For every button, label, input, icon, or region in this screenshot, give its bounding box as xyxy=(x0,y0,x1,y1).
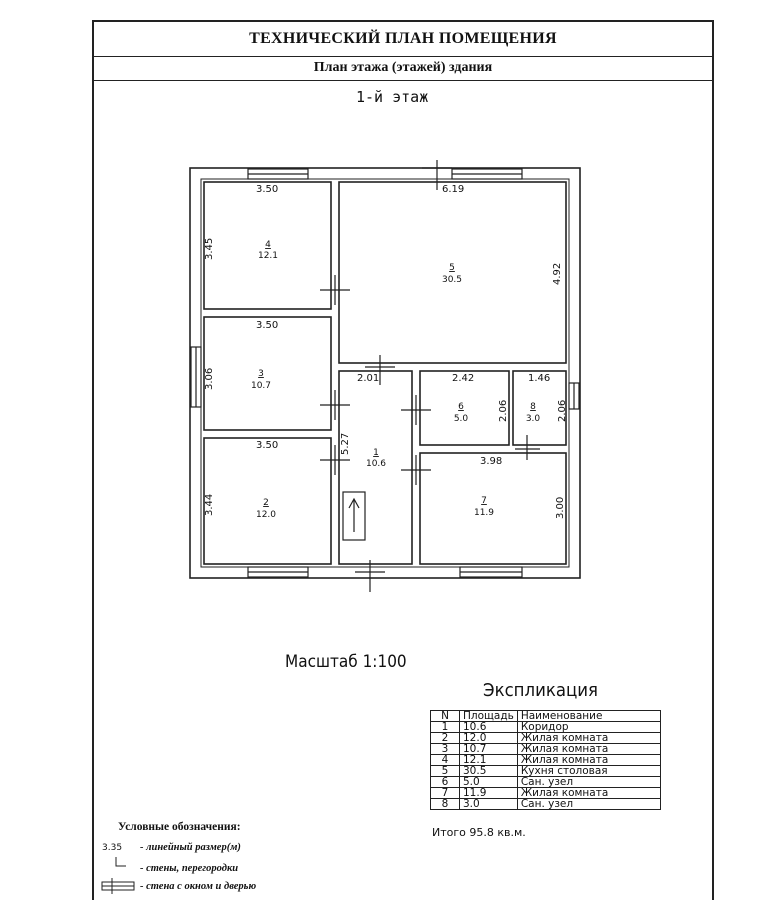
room-1-area: 10.6 xyxy=(366,459,386,469)
table-header-row: N Площадь Наименование xyxy=(430,710,661,722)
room-5-num: 5 xyxy=(449,263,455,273)
scale-label: Масштаб 1:100 xyxy=(285,652,407,672)
dim-r3-width: 3.50 xyxy=(256,320,278,331)
room-3-area: 10.7 xyxy=(251,381,271,391)
legend-sample-dimension: 3.35 xyxy=(102,843,123,853)
room-5-area: 30.5 xyxy=(442,275,462,285)
cell: 7 xyxy=(430,787,460,799)
room-6-area: 5.0 xyxy=(454,414,469,424)
cell: 10.7 xyxy=(459,743,518,755)
room-4-area: 12.1 xyxy=(258,251,278,261)
room-7-num: 7 xyxy=(481,496,487,506)
room-4-num: 4 xyxy=(265,240,271,250)
cell: 8 xyxy=(430,798,460,810)
dim-r1-width: 2.01 xyxy=(357,373,379,384)
cell: 5.0 xyxy=(459,776,518,788)
legend-item-dimension: - линейный размер(м) xyxy=(140,842,241,853)
room-7-outline xyxy=(419,452,567,565)
cell: Жилая комната xyxy=(516,787,661,799)
room-3-num: 3 xyxy=(258,369,264,379)
cell: 3 xyxy=(430,743,460,755)
dim-r6-height: 2.06 xyxy=(498,400,509,422)
cell: Сан. узел xyxy=(516,776,661,788)
dim-r6-width: 2.42 xyxy=(452,373,474,384)
cell: 1 xyxy=(430,721,460,733)
dim-r8-width: 1.46 xyxy=(528,373,550,384)
room-3-outline xyxy=(203,316,332,431)
cell: Коридор xyxy=(516,721,661,733)
legend-item-window-door: - стена с окном и дверью xyxy=(140,881,257,892)
dim-r4-height: 3.45 xyxy=(204,238,215,260)
document-subtitle: План этажа (этажей) здания xyxy=(94,56,712,81)
cell: Жилая комната xyxy=(516,732,661,744)
document-title: ТЕХНИЧЕСКИЙ ПЛАН ПОМЕЩЕНИЯ xyxy=(94,22,712,57)
col-num: N xyxy=(430,710,460,722)
dim-r3-height: 3.06 xyxy=(204,368,215,390)
cell: Сан. узел xyxy=(516,798,661,810)
total-area: Итого 95.8 кв.м. xyxy=(432,826,526,839)
room-8-num: 8 xyxy=(530,402,536,412)
room-2-num: 2 xyxy=(263,498,269,508)
cell: 12.1 xyxy=(459,754,518,766)
dim-r2-height: 3.44 xyxy=(204,494,215,516)
dim-r7-height: 3.00 xyxy=(555,497,566,519)
room-6-outline xyxy=(419,370,510,446)
dim-r5-height: 4.92 xyxy=(552,263,563,285)
cell: Жилая комната xyxy=(516,743,661,755)
cell: 6 xyxy=(430,776,460,788)
room-4-outline xyxy=(203,181,332,310)
floor-title: 1-й этаж xyxy=(356,88,429,106)
room-7-area: 11.9 xyxy=(474,508,494,518)
room-2-outline xyxy=(203,437,332,565)
cell: 3.0 xyxy=(459,798,518,810)
cell: 10.6 xyxy=(459,721,518,733)
room-1-num: 1 xyxy=(373,448,379,458)
cell: 12.0 xyxy=(459,732,518,744)
wall-symbol-icon xyxy=(115,857,126,867)
dim-r8-height: 2.06 xyxy=(557,400,568,422)
room-8-outline xyxy=(512,370,567,446)
windows xyxy=(190,168,580,578)
room-1-outline xyxy=(338,370,413,565)
drawing-sheet: ТЕХНИЧЕСКИЙ ПЛАН ПОМЕЩЕНИЯ План этажа (э… xyxy=(92,20,714,900)
cell: Кухня столовая xyxy=(516,765,661,777)
cell: 30.5 xyxy=(459,765,518,777)
outer-wall-outer xyxy=(189,167,581,579)
cell: Жилая комната xyxy=(516,754,661,766)
legend-item-walls: - стены, перегородки xyxy=(140,863,239,874)
cell: 4 xyxy=(430,754,460,766)
dim-r7-width: 3.98 xyxy=(480,456,502,467)
dim-r4-width: 3.50 xyxy=(256,184,278,195)
doors xyxy=(320,160,540,592)
cell: 11.9 xyxy=(459,787,518,799)
dim-r2-width: 3.50 xyxy=(256,440,278,451)
legend-title: Условные обозначения: xyxy=(118,821,241,833)
stairs-icon xyxy=(342,491,366,541)
col-name: Наименование xyxy=(516,710,661,722)
col-area: Площадь xyxy=(459,710,518,722)
dim-r5-width: 6.19 xyxy=(442,184,464,195)
room-5-outline xyxy=(338,181,567,364)
cell: 5 xyxy=(430,765,460,777)
dim-r1-height: 5.27 xyxy=(340,433,351,455)
explication-title: Экспликация xyxy=(483,680,598,701)
room-8-area: 3.0 xyxy=(526,414,541,424)
cell: 2 xyxy=(430,732,460,744)
room-6-num: 6 xyxy=(458,402,464,412)
room-2-area: 12.0 xyxy=(256,510,276,520)
